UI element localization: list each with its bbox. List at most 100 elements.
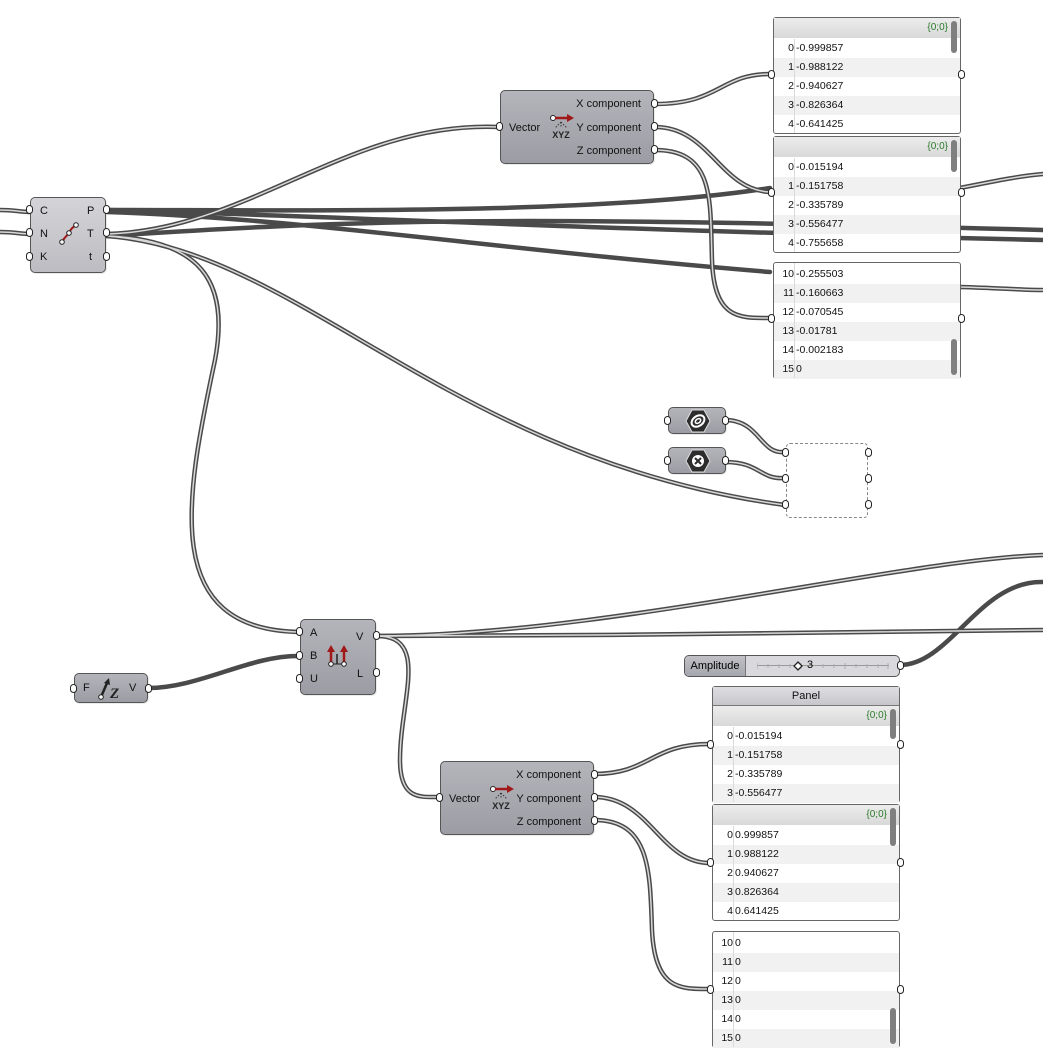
list-item: 13-0.01781 (774, 322, 960, 341)
panel-top-3-input-port[interactable] (768, 314, 775, 323)
slider-grip-icon[interactable] (793, 661, 803, 671)
list-item: 12-0.070545 (782, 306, 844, 318)
unitz-output-port[interactable] (145, 684, 152, 693)
deconstruct-vector-bottom[interactable]: Vector X component Y component Z compone… (440, 761, 594, 835)
curve-output-t-port[interactable] (103, 228, 110, 237)
deconstruct-top-x-port[interactable] (651, 99, 658, 108)
panel-bottom-3-input-port[interactable] (707, 985, 714, 994)
deconstruct-bottom-vector-port[interactable] (436, 793, 443, 802)
placeholder-output-port-2[interactable] (865, 474, 872, 483)
z-component-label: Z component (516, 816, 581, 828)
cross-param-input-port[interactable] (664, 456, 671, 465)
list-item: 3-0.556477 (713, 784, 899, 803)
placeholder-output-port-1[interactable] (865, 448, 872, 457)
panel-scrollbar[interactable] (890, 808, 896, 846)
deconstruct-vector-top[interactable]: Vector X component Y component Z compone… (500, 90, 654, 164)
list-item: 10-0.255503 (782, 268, 844, 280)
geometry-param-input-port[interactable] (664, 416, 671, 425)
panel-top-2-output-port[interactable] (958, 188, 965, 197)
slider-value: 3 (807, 659, 814, 671)
panel-bottom-2-output-port[interactable] (897, 858, 904, 867)
input-k-label: K (40, 251, 48, 263)
panel-bottom-3-output-port[interactable] (897, 985, 904, 994)
geometry-param[interactable] (668, 407, 726, 434)
svg-text:Z: Z (109, 686, 119, 701)
output-l-label: L (357, 668, 364, 680)
vector-input-label: Vector (449, 793, 481, 805)
panel-bottom-1-input-port[interactable] (707, 740, 714, 749)
list-item: 2-0.335789 (727, 768, 783, 780)
placeholder-component[interactable] (786, 443, 868, 518)
unitz-input-port[interactable] (70, 684, 77, 693)
deconstruct-vector-icon: XYZ (550, 114, 574, 139)
curve-input-c-port[interactable] (26, 205, 33, 214)
curve-output-t-small-port[interactable] (103, 252, 110, 261)
vector2pt-input-b-port[interactable] (296, 651, 303, 660)
curve-input-k-port[interactable] (26, 252, 33, 261)
placeholder-input-port-1[interactable] (782, 448, 789, 457)
panel-top-1-input-port[interactable] (768, 70, 775, 79)
panel-scrollbar[interactable] (890, 1008, 896, 1044)
input-a-label: A (310, 627, 318, 639)
deconstruct-bottom-y-port[interactable] (591, 793, 598, 802)
deconstruct-bottom-z-port[interactable] (591, 816, 598, 825)
svg-text:XYZ: XYZ (552, 130, 570, 139)
panel-path-label: {0;0} (713, 805, 899, 825)
curve-component[interactable]: C N K P T t (30, 197, 106, 273)
deconstruct-bottom-x-port[interactable] (591, 770, 598, 779)
panel-scrollbar[interactable] (951, 140, 957, 172)
vector2pt-input-a-port[interactable] (296, 627, 303, 636)
list-item: 14-0.002183 (782, 344, 844, 356)
cross-param-output-port[interactable] (722, 456, 729, 465)
panel-bottom-1-output-port[interactable] (897, 740, 904, 749)
vector2pt-input-u-port[interactable] (296, 674, 303, 683)
panel-scrollbar[interactable] (951, 21, 957, 53)
amplitude-slider[interactable]: Amplitude 3 (684, 655, 900, 677)
deconstruct-top-vector-port[interactable] (496, 122, 503, 131)
list-item: 2-0.335789 (788, 199, 844, 211)
y-component-label: Y component (516, 793, 581, 805)
placeholder-output-port-3[interactable] (865, 500, 872, 509)
geometry-param-output-port[interactable] (722, 416, 729, 425)
panel-y-values-top[interactable]: {0;0} 0-0.015194 1-0.151758 2-0.335789 3… (773, 136, 961, 253)
slider-name-label: Amplitude (685, 656, 746, 676)
vector2pt-output-l-port[interactable] (373, 668, 380, 677)
input-c-label: C (40, 205, 48, 217)
output-v-label: V (129, 682, 137, 694)
list-item: 2-0.940627 (788, 80, 844, 92)
deconstruct-top-y-port[interactable] (651, 122, 658, 131)
placeholder-input-port-2[interactable] (782, 474, 789, 483)
output-t-small-label: t (89, 251, 93, 263)
panel-bottom-2-input-port[interactable] (707, 858, 714, 867)
cross-param[interactable] (668, 447, 726, 474)
panel-scrollbar[interactable] (890, 709, 896, 739)
unit-z-component[interactable]: F V Z (74, 673, 148, 703)
panel-scrollbar[interactable] (951, 339, 957, 375)
curve-input-n-port[interactable] (26, 228, 33, 237)
curve-output-p-port[interactable] (103, 205, 110, 214)
deconstruct-top-z-port[interactable] (651, 145, 658, 154)
output-v-label: V (356, 631, 364, 643)
placeholder-input-port-3[interactable] (782, 500, 789, 509)
panel-top-3-output-port[interactable] (958, 314, 965, 323)
list-item: 0-0.999857 (788, 42, 844, 54)
panel-z-values-top[interactable]: 10-0.255503 11-0.160663 12-0.070545 13-0… (773, 262, 961, 379)
panel-top-2-input-port[interactable] (768, 188, 775, 197)
svg-text:XYZ: XYZ (492, 801, 510, 810)
panel-path-label: {0;0} (774, 18, 960, 38)
panel-top-1-output-port[interactable] (958, 70, 965, 79)
panel-x-values-top[interactable]: {0;0} 0-0.999857 1-0.988122 2-0.940627 3… (773, 17, 961, 134)
panel-x-values-bottom[interactable]: Panel {0;0} 0-0.015194 1-0.151758 2-0.33… (712, 686, 900, 803)
vector-two-point-component[interactable]: A B U V L (300, 619, 376, 695)
vector2pt-output-v-port[interactable] (373, 631, 380, 640)
slider-output-port[interactable] (897, 661, 904, 670)
